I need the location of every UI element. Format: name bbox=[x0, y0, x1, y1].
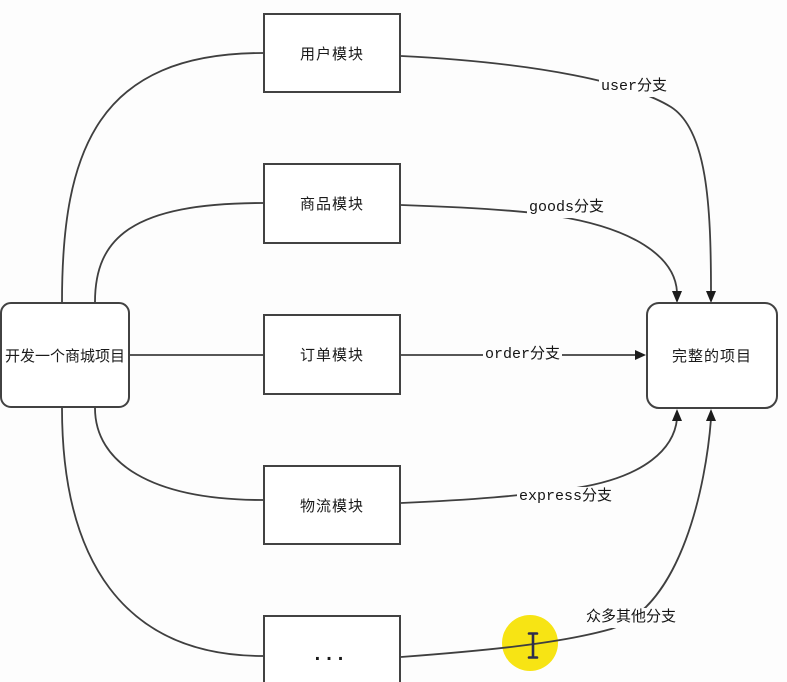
edge-source-to-user-module bbox=[61, 52, 264, 303]
node-source-label: 开发一个商城项目 bbox=[4, 347, 125, 365]
click-highlight-circle bbox=[502, 615, 558, 671]
edge-source-to-goods-module bbox=[94, 202, 264, 303]
arrowhead-other-up bbox=[706, 409, 716, 421]
node-source-project[interactable]: 开发一个商城项目 bbox=[0, 302, 130, 408]
node-express-module[interactable]: 物流模块 bbox=[263, 465, 401, 545]
node-user-module-label: 用户模块 bbox=[299, 45, 364, 63]
node-goods-module-label: 商品模块 bbox=[299, 196, 364, 213]
edge-user-branch bbox=[400, 55, 712, 293]
branch-label-express[interactable]: express分支 bbox=[517, 487, 615, 507]
arrowhead-user-down bbox=[706, 291, 716, 303]
edge-source-to-express-module bbox=[94, 407, 264, 501]
arrowhead-express-up bbox=[672, 409, 682, 421]
node-order-module[interactable]: 订单模块 bbox=[263, 314, 401, 395]
branch-label-other[interactable]: 众多其他分支 bbox=[584, 608, 679, 628]
branch-label-user[interactable]: user分支 bbox=[599, 77, 670, 97]
branch-label-goods[interactable]: goods分支 bbox=[527, 198, 607, 218]
edge-other-branch bbox=[400, 418, 712, 658]
node-ellipsis-label: ... bbox=[314, 642, 350, 665]
node-complete-project-label: 完整的项目 bbox=[671, 348, 752, 365]
text-cursor-icon bbox=[527, 632, 539, 659]
arrowhead-order-right bbox=[635, 350, 646, 360]
branch-label-order[interactable]: order分支 bbox=[483, 345, 563, 365]
node-express-module-label: 物流模块 bbox=[299, 497, 364, 515]
arrowhead-goods-down bbox=[672, 291, 682, 303]
node-user-module[interactable]: 用户模块 bbox=[263, 13, 401, 93]
node-order-module-label: 订单模块 bbox=[299, 347, 364, 364]
edge-goods-branch bbox=[400, 204, 678, 293]
node-goods-module[interactable]: 商品模块 bbox=[263, 163, 401, 244]
node-complete-project[interactable]: 完整的项目 bbox=[646, 302, 778, 409]
edge-source-to-other-module bbox=[61, 407, 264, 657]
node-ellipsis-module[interactable]: ... bbox=[263, 615, 401, 682]
